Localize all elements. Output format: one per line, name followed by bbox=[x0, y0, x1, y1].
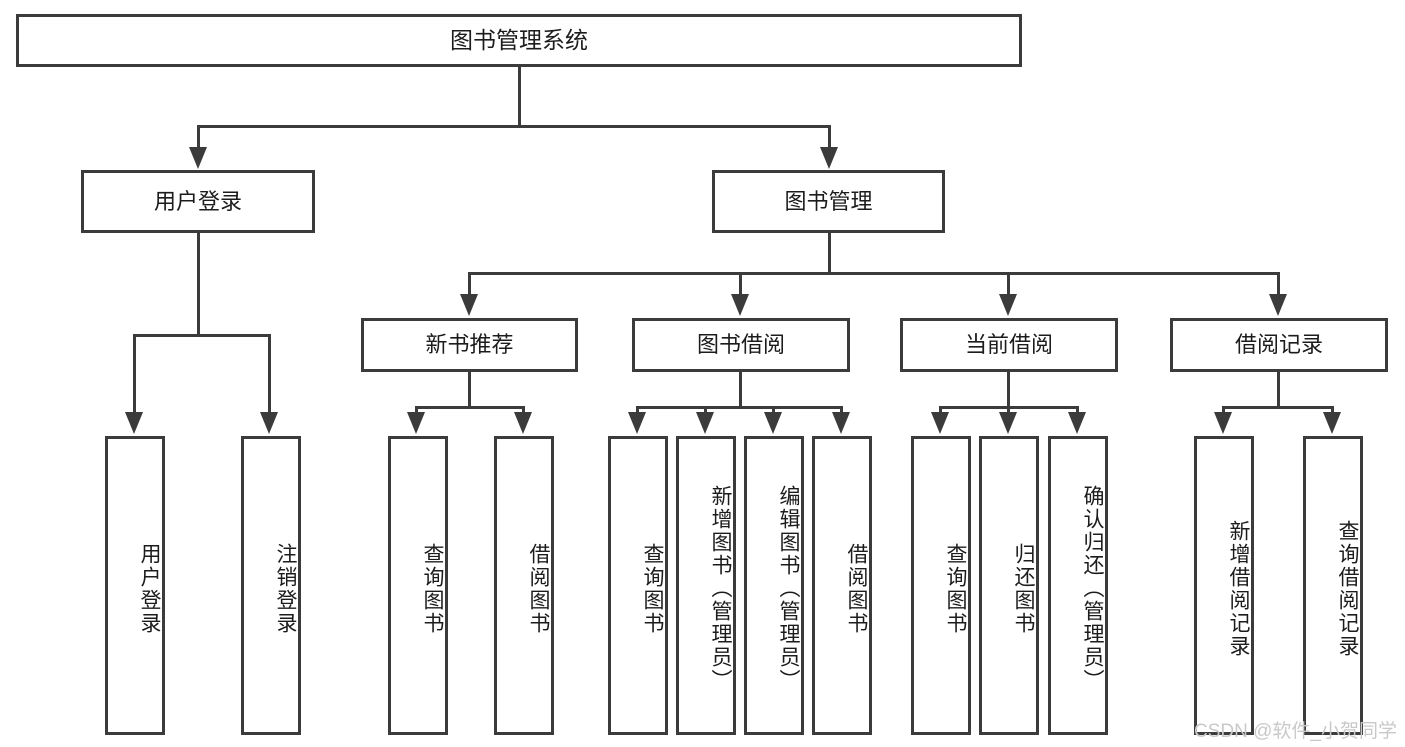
arrowhead-user-login bbox=[189, 147, 207, 169]
node-book-manage[interactable]: 图书管理 bbox=[712, 170, 945, 233]
connector-book-manage-child-4 bbox=[1277, 272, 1280, 296]
node-book-borrow[interactable]: 图书借阅 bbox=[632, 318, 850, 372]
node-current-borrow[interactable]: 当前借阅 bbox=[900, 318, 1118, 372]
arrowhead-user-login-child-1 bbox=[125, 412, 143, 434]
connector-borrow-record-stem bbox=[1277, 372, 1280, 407]
arrowhead-borrow-record bbox=[1269, 294, 1287, 316]
arrowhead-new-book-recommend bbox=[460, 294, 478, 316]
connector-root-stem bbox=[518, 67, 521, 126]
connector-new-book-child-1 bbox=[415, 406, 418, 414]
connector-borrow-record-bus bbox=[1222, 406, 1334, 409]
arrowhead-borrow-record-child-2 bbox=[1323, 412, 1341, 434]
arrowhead-book-borrow-child-1 bbox=[628, 412, 646, 434]
connector-current-borrow-child-3 bbox=[1076, 406, 1079, 414]
arrowhead-book-manage bbox=[820, 147, 838, 169]
connector-user-login-bus bbox=[133, 334, 271, 337]
arrowhead-user-login-child-2 bbox=[260, 412, 278, 434]
arrowhead-current-borrow bbox=[999, 294, 1017, 316]
connector-book-borrow-child-1 bbox=[636, 406, 639, 414]
connector-new-book-stem bbox=[468, 372, 471, 407]
node-user-login[interactable]: 用户登录 bbox=[81, 170, 315, 233]
leaf-new-book-query[interactable]: 查询图书 bbox=[388, 436, 448, 735]
leaf-current-borrow-query[interactable]: 查询图书 bbox=[911, 436, 971, 735]
leaf-borrow-record-query[interactable]: 查询借阅记录 bbox=[1303, 436, 1363, 735]
arrowhead-book-borrow-child-2 bbox=[696, 412, 714, 434]
connector-book-borrow-child-3 bbox=[772, 406, 775, 414]
arrowhead-current-borrow-child-1 bbox=[931, 412, 949, 434]
arrowhead-new-book-child-2 bbox=[514, 412, 532, 434]
connector-book-manage-child-1 bbox=[468, 272, 471, 296]
leaf-current-borrow-confirm[interactable]: 确认归还（管理员） bbox=[1048, 436, 1108, 735]
leaf-book-borrow-borrow[interactable]: 借阅图书 bbox=[812, 436, 872, 735]
arrowhead-book-borrow-child-3 bbox=[764, 412, 782, 434]
connector-book-manage-child-2 bbox=[739, 272, 742, 296]
connector-borrow-record-child-1 bbox=[1222, 406, 1225, 414]
connector-book-borrow-child-2 bbox=[704, 406, 707, 414]
connector-book-borrow-child-4 bbox=[840, 406, 843, 414]
connector-to-user-login bbox=[197, 125, 200, 149]
arrowhead-borrow-record-child-1 bbox=[1214, 412, 1232, 434]
connector-book-borrow-stem bbox=[739, 372, 742, 407]
connector-current-borrow-child-1 bbox=[939, 406, 942, 414]
connector-book-manage-stem bbox=[828, 233, 831, 273]
arrowhead-new-book-child-1 bbox=[407, 412, 425, 434]
connector-user-login-child-1 bbox=[133, 334, 136, 414]
connector-current-borrow-stem bbox=[1007, 372, 1010, 407]
arrowhead-book-borrow bbox=[731, 294, 749, 316]
connector-new-book-bus bbox=[415, 406, 525, 409]
connector-user-login-stem bbox=[197, 233, 200, 335]
arrowhead-current-borrow-child-2 bbox=[999, 412, 1017, 434]
leaf-user-login-logout[interactable]: 注销登录 bbox=[241, 436, 301, 735]
connector-book-manage-child-3 bbox=[1007, 272, 1010, 296]
leaf-new-book-borrow[interactable]: 借阅图书 bbox=[494, 436, 554, 735]
connector-root-bus bbox=[197, 125, 831, 128]
leaf-current-borrow-return[interactable]: 归还图书 bbox=[979, 436, 1039, 735]
connector-book-borrow-bus bbox=[636, 406, 843, 409]
connector-current-borrow-child-2 bbox=[1007, 406, 1010, 414]
arrowhead-current-borrow-child-3 bbox=[1068, 412, 1086, 434]
connector-book-manage-bus bbox=[468, 272, 1280, 275]
connector-user-login-child-2 bbox=[268, 334, 271, 414]
arrowhead-book-borrow-child-4 bbox=[832, 412, 850, 434]
leaf-book-borrow-add[interactable]: 新增图书（管理员） bbox=[676, 436, 736, 735]
leaf-book-borrow-query[interactable]: 查询图书 bbox=[608, 436, 668, 735]
csdn-watermark: CSDN @软件_小贺同学 bbox=[1194, 721, 1397, 742]
node-root-system[interactable]: 图书管理系统 bbox=[16, 14, 1022, 67]
connector-new-book-child-2 bbox=[522, 406, 525, 414]
leaf-user-login-login[interactable]: 用户登录 bbox=[105, 436, 165, 735]
connector-borrow-record-child-2 bbox=[1331, 406, 1334, 414]
leaf-book-borrow-edit[interactable]: 编辑图书（管理员） bbox=[744, 436, 804, 735]
node-borrow-record[interactable]: 借阅记录 bbox=[1170, 318, 1388, 372]
connector-to-book-manage bbox=[828, 125, 831, 149]
node-new-book-recommend[interactable]: 新书推荐 bbox=[361, 318, 578, 372]
leaf-borrow-record-add[interactable]: 新增借阅记录 bbox=[1194, 436, 1254, 735]
